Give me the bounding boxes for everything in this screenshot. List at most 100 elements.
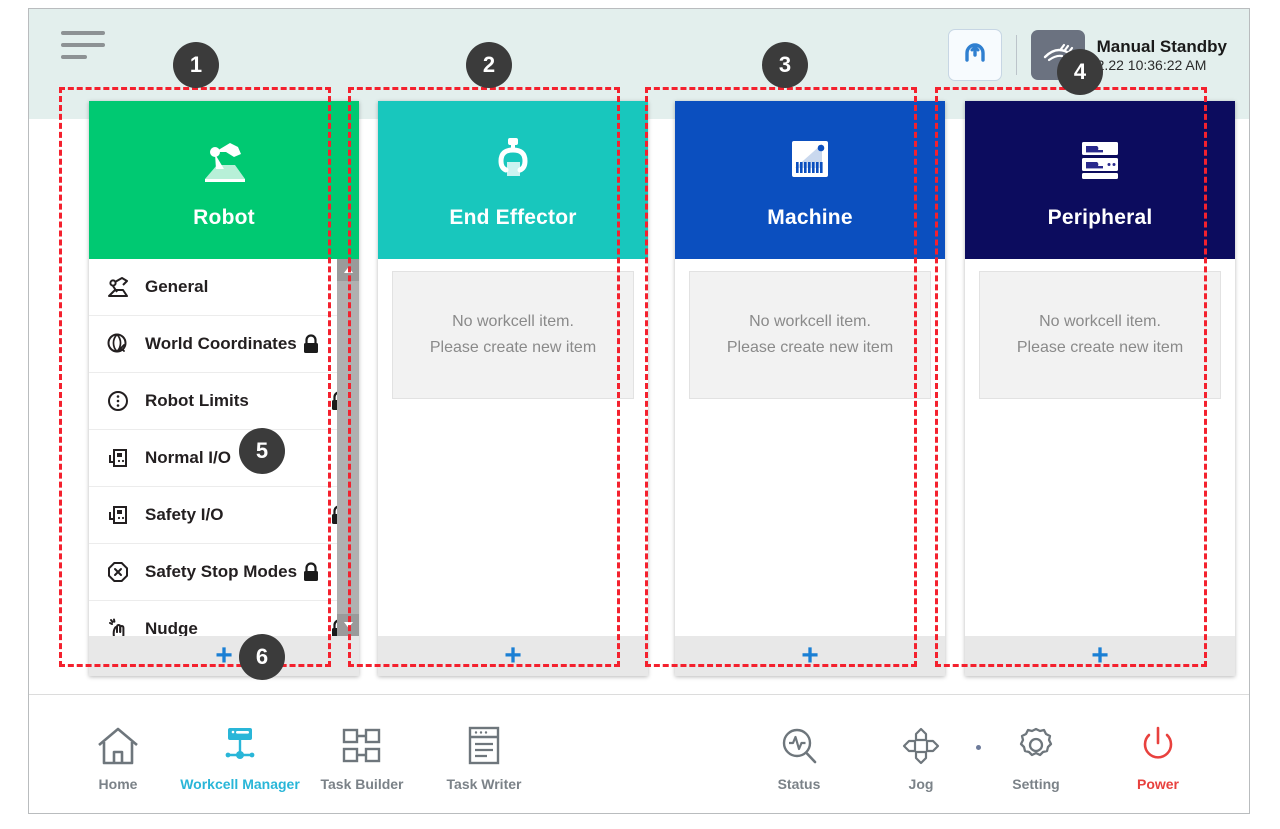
scroll-up-icon[interactable]	[337, 259, 359, 281]
home-icon	[95, 717, 141, 767]
add-end-effector-item-button[interactable]: +	[504, 639, 522, 672]
list-item-robot-limits[interactable]: Robot Limits	[89, 373, 359, 430]
list-item-label: World Coordinates	[145, 334, 297, 353]
list-item-label: Robot Limits	[145, 391, 249, 410]
card-footer-end-effector: +	[378, 636, 648, 676]
list-item-label: Normal I/O	[145, 448, 231, 467]
workcell-manager-icon	[217, 717, 263, 767]
app-window: Manual Standby 2.22 10:36:22 AM Robot	[28, 8, 1250, 814]
card-header-peripheral[interactable]: Peripheral	[965, 101, 1235, 259]
card-title: End Effector	[449, 206, 577, 229]
machine-icon	[784, 130, 836, 192]
card-body-machine: No workcell item. Please create new item	[675, 259, 945, 636]
nav-item-label: Jog	[908, 775, 934, 792]
nav-item-task-builder[interactable]: Task Builder	[301, 717, 423, 792]
gripper-icon	[489, 130, 537, 192]
robot-reset-button[interactable]	[947, 29, 1002, 81]
empty-state-peripheral: No workcell item. Please create new item	[979, 271, 1221, 399]
limits-circle-icon	[103, 389, 133, 413]
scrollbar-thumb[interactable]	[337, 281, 359, 621]
nav-item-label: Power	[1136, 775, 1179, 792]
empty-line-1: No workcell item.	[1039, 312, 1161, 330]
list-item-normal-io[interactable]: Normal I/O	[89, 430, 359, 487]
card-title: Machine	[767, 206, 853, 229]
card-footer-peripheral: +	[965, 636, 1235, 676]
stop-octagon-icon	[103, 560, 133, 584]
list-item-label: Safety I/O	[145, 505, 224, 524]
hamburger-line	[61, 31, 105, 35]
workcell-card-peripheral[interactable]: Peripheral No workcell item. Please crea…	[965, 101, 1235, 676]
power-icon	[1135, 717, 1181, 767]
nav-item-label: Status	[777, 775, 821, 792]
empty-line-2: Please create new item	[1016, 339, 1184, 356]
lock-icon	[301, 333, 321, 355]
bottom-navigation: Home Workcell Manager	[29, 694, 1249, 813]
hamburger-line	[61, 55, 87, 59]
list-item-label: General	[145, 277, 209, 296]
nav-item-power[interactable]: Power	[1097, 717, 1219, 792]
lock-icon	[301, 561, 321, 583]
robot-arm-icon	[196, 130, 252, 192]
robot-reset-icon	[960, 38, 990, 73]
card-footer-robot: +	[89, 636, 359, 676]
nav-item-workcell-manager[interactable]: Workcell Manager	[179, 717, 301, 792]
nav-item-jog[interactable]: Jog	[860, 717, 982, 792]
empty-line-1: No workcell item.	[452, 312, 574, 330]
globe-axis-icon	[103, 332, 133, 356]
header-divider	[1015, 35, 1017, 75]
card-body-end-effector: No workcell item. Please create new item	[378, 259, 648, 636]
robot-settings-list[interactable]: General World Coordinates	[89, 259, 359, 636]
manual-hand-icon[interactable]	[1030, 30, 1085, 80]
io-port-icon	[103, 446, 133, 470]
nav-item-status[interactable]: Status	[738, 717, 860, 792]
list-item-world-coordinates[interactable]: World Coordinates	[89, 316, 359, 373]
add-peripheral-item-button[interactable]: +	[1091, 639, 1109, 672]
list-item-general[interactable]: General	[89, 259, 359, 316]
workcell-card-robot[interactable]: Robot General	[89, 101, 359, 676]
task-writer-icon	[461, 717, 507, 767]
nav-item-label: Home	[98, 775, 138, 792]
robot-arm-icon	[103, 276, 133, 298]
workcell-card-machine[interactable]: Machine No workcell item. Please create …	[675, 101, 945, 676]
nav-left-group: Home Workcell Manager	[57, 717, 545, 792]
add-robot-item-button[interactable]: +	[215, 639, 233, 672]
io-port-icon	[103, 503, 133, 527]
scroll-down-icon[interactable]	[337, 614, 359, 636]
list-item-safety-stop-modes[interactable]: Safety Stop Modes	[89, 544, 359, 601]
status-timestamp: 2.22 10:36:22 AM	[1096, 56, 1207, 73]
add-machine-item-button[interactable]: +	[801, 639, 819, 672]
header-status-group: Manual Standby 2.22 10:36:22 AM	[947, 25, 1227, 85]
nav-item-label: Workcell Manager	[180, 775, 300, 792]
hamburger-line	[61, 43, 105, 47]
list-item-nudge[interactable]: Nudge	[89, 601, 359, 636]
nav-item-home[interactable]: Home	[57, 717, 179, 792]
status-scope-icon	[776, 717, 822, 767]
hamburger-menu-icon[interactable]	[61, 31, 107, 65]
gear-icon	[1013, 717, 1059, 767]
empty-state-machine: No workcell item. Please create new item	[689, 271, 931, 399]
list-item-label: Safety Stop Modes	[145, 562, 298, 581]
empty-line-2: Please create new item	[726, 339, 894, 356]
status-text-group: Manual Standby 2.22 10:36:22 AM	[1097, 36, 1227, 75]
card-body-robot: General World Coordinates	[89, 259, 359, 636]
workcell-card-end-effector[interactable]: End Effector No workcell item. Please cr…	[378, 101, 648, 676]
app-header: Manual Standby 2.22 10:36:22 AM	[29, 9, 1249, 119]
nav-item-task-writer[interactable]: Task Writer	[423, 717, 545, 792]
list-item-label: Nudge	[145, 619, 198, 636]
nav-item-label: Setting	[1012, 775, 1060, 792]
nav-right-group: Status Jog	[738, 717, 1219, 792]
separator-dot	[976, 744, 981, 750]
card-footer-machine: +	[675, 636, 945, 676]
list-item-safety-io[interactable]: Safety I/O	[89, 487, 359, 544]
list-scrollbar[interactable]	[337, 259, 359, 636]
empty-line-2: Please create new item	[429, 339, 597, 356]
card-header-machine[interactable]: Machine	[675, 101, 945, 259]
status-title: Manual Standby	[1096, 36, 1227, 56]
nav-item-setting[interactable]: Setting	[975, 717, 1097, 792]
nav-item-label: Task Builder	[320, 775, 404, 792]
card-header-end-effector[interactable]: End Effector	[378, 101, 648, 259]
card-header-robot[interactable]: Robot	[89, 101, 359, 259]
empty-line-1: No workcell item.	[749, 312, 871, 330]
jog-pad-icon	[898, 717, 944, 767]
task-builder-icon	[339, 717, 385, 767]
